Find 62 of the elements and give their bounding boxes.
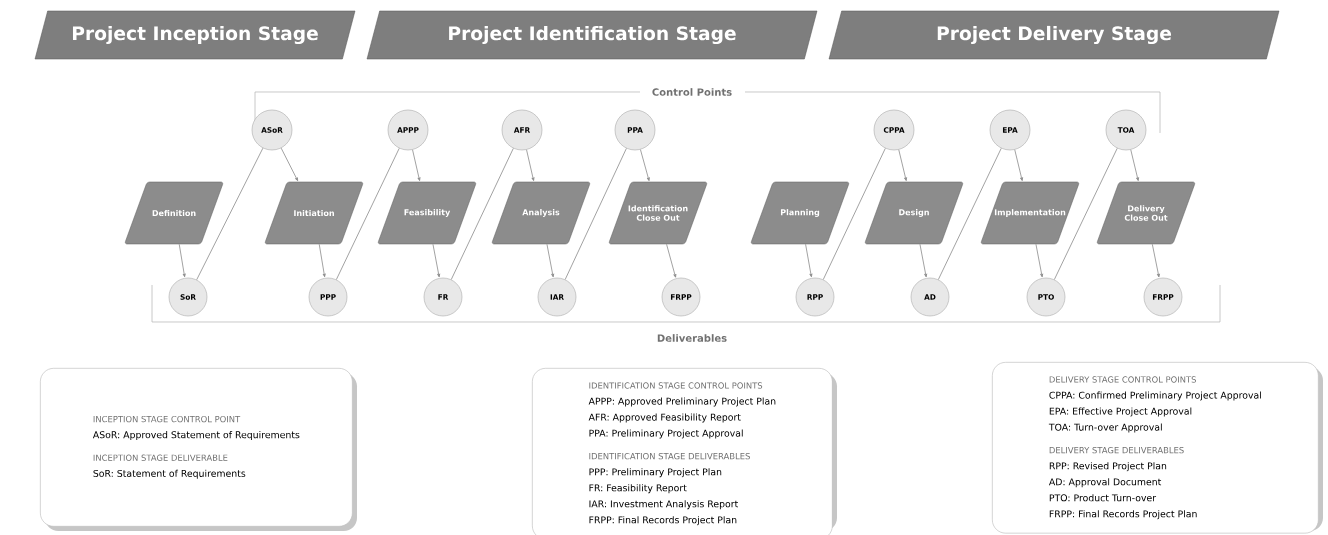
definition-text: AFR: Approved Feasibility Report	[588, 413, 741, 423]
panel-heading: INCEPTION STAGE DELIVERABLE	[93, 454, 228, 461]
process-parallelogram: Analysis	[492, 181, 590, 245]
definition-text: PPA: Preliminary Project Approval	[589, 429, 743, 439]
definition-text: ASoR: Approved Statement of Requirements	[92, 431, 300, 441]
definition-text: CPPA: Confirmed Preliminary Project Approval	[1049, 391, 1261, 401]
connector	[546, 243, 555, 278]
definition-text: FR: Feasibility Report	[589, 484, 687, 494]
stage-banner: Project Identification Stage	[366, 10, 818, 60]
text-panel	[40, 368, 357, 531]
connector	[432, 243, 441, 278]
connector	[280, 147, 299, 182]
connector	[564, 148, 627, 280]
definition-text: RPP: Revised Project Plan	[1049, 462, 1167, 472]
process-parallelogram: Initiation	[265, 181, 363, 245]
stage-banner: Project Delivery Stage	[828, 10, 1280, 60]
panel-heading: DELIVERY STAGE CONTROL POINTS	[1049, 376, 1196, 383]
process-parallelogram: Implementation	[981, 181, 1079, 245]
process-parallelogram: Design	[865, 181, 963, 245]
connector	[937, 147, 1002, 280]
definition-text: TOA: Turn-over Approval	[1048, 423, 1162, 433]
definition-text: PPP: Preliminary Project Plan	[589, 468, 722, 478]
definition-text: IAR: Investment Analysis Report	[589, 500, 738, 510]
connector	[919, 243, 928, 278]
process-parallelogram: Planning	[751, 181, 849, 245]
connector	[1130, 149, 1139, 181]
connector	[898, 149, 907, 181]
connector	[1151, 243, 1160, 278]
process-parallelogram: Feasibility	[378, 181, 476, 245]
definition-text: AD: Approval Document	[1048, 478, 1162, 488]
panel-heading: IDENTIFICATION STAGE DELIVERABLES	[589, 453, 750, 460]
connector	[196, 147, 264, 281]
connector	[822, 148, 886, 280]
stage-banner: Project Inception Stage	[34, 10, 356, 60]
definition-text: EPA: Effective Project Approval	[1049, 407, 1192, 417]
definition-text: FRPP: Final Records Project Plan	[1049, 510, 1197, 520]
connector	[178, 243, 186, 278]
connector	[318, 243, 326, 278]
connector	[666, 243, 677, 278]
connector	[805, 243, 813, 278]
section-label: Deliverables	[654, 331, 730, 345]
connector	[526, 149, 535, 181]
definition-text: FRPP: Final Records Project Plan	[589, 516, 737, 526]
text-panel	[532, 368, 837, 535]
panel-heading: IDENTIFICATION STAGE CONTROL POINTS	[589, 382, 763, 389]
connector	[640, 149, 650, 182]
definition-text: APPP: Approved Preliminary Project Plan	[588, 397, 776, 407]
panel-heading: DELIVERY STAGE DELIVERABLES	[1049, 447, 1184, 454]
process-parallelogram: Identification Close Out	[609, 181, 707, 245]
definition-text: SoR: Statement of Requirements	[93, 469, 246, 479]
connector	[412, 149, 421, 181]
section-label: Control Points	[649, 85, 735, 99]
connector	[1035, 243, 1044, 278]
connector	[335, 147, 400, 280]
connector	[450, 148, 514, 280]
connector	[1014, 149, 1023, 181]
panel-heading: INCEPTION STAGE CONTROL POINT	[93, 415, 241, 423]
connector	[1053, 147, 1118, 280]
process-parallelogram: Delivery Close Out	[1097, 181, 1195, 245]
process-parallelogram: Definition	[125, 181, 223, 245]
definition-text: PTO: Product Turn-over	[1049, 494, 1157, 502]
text-panel	[992, 362, 1323, 534]
